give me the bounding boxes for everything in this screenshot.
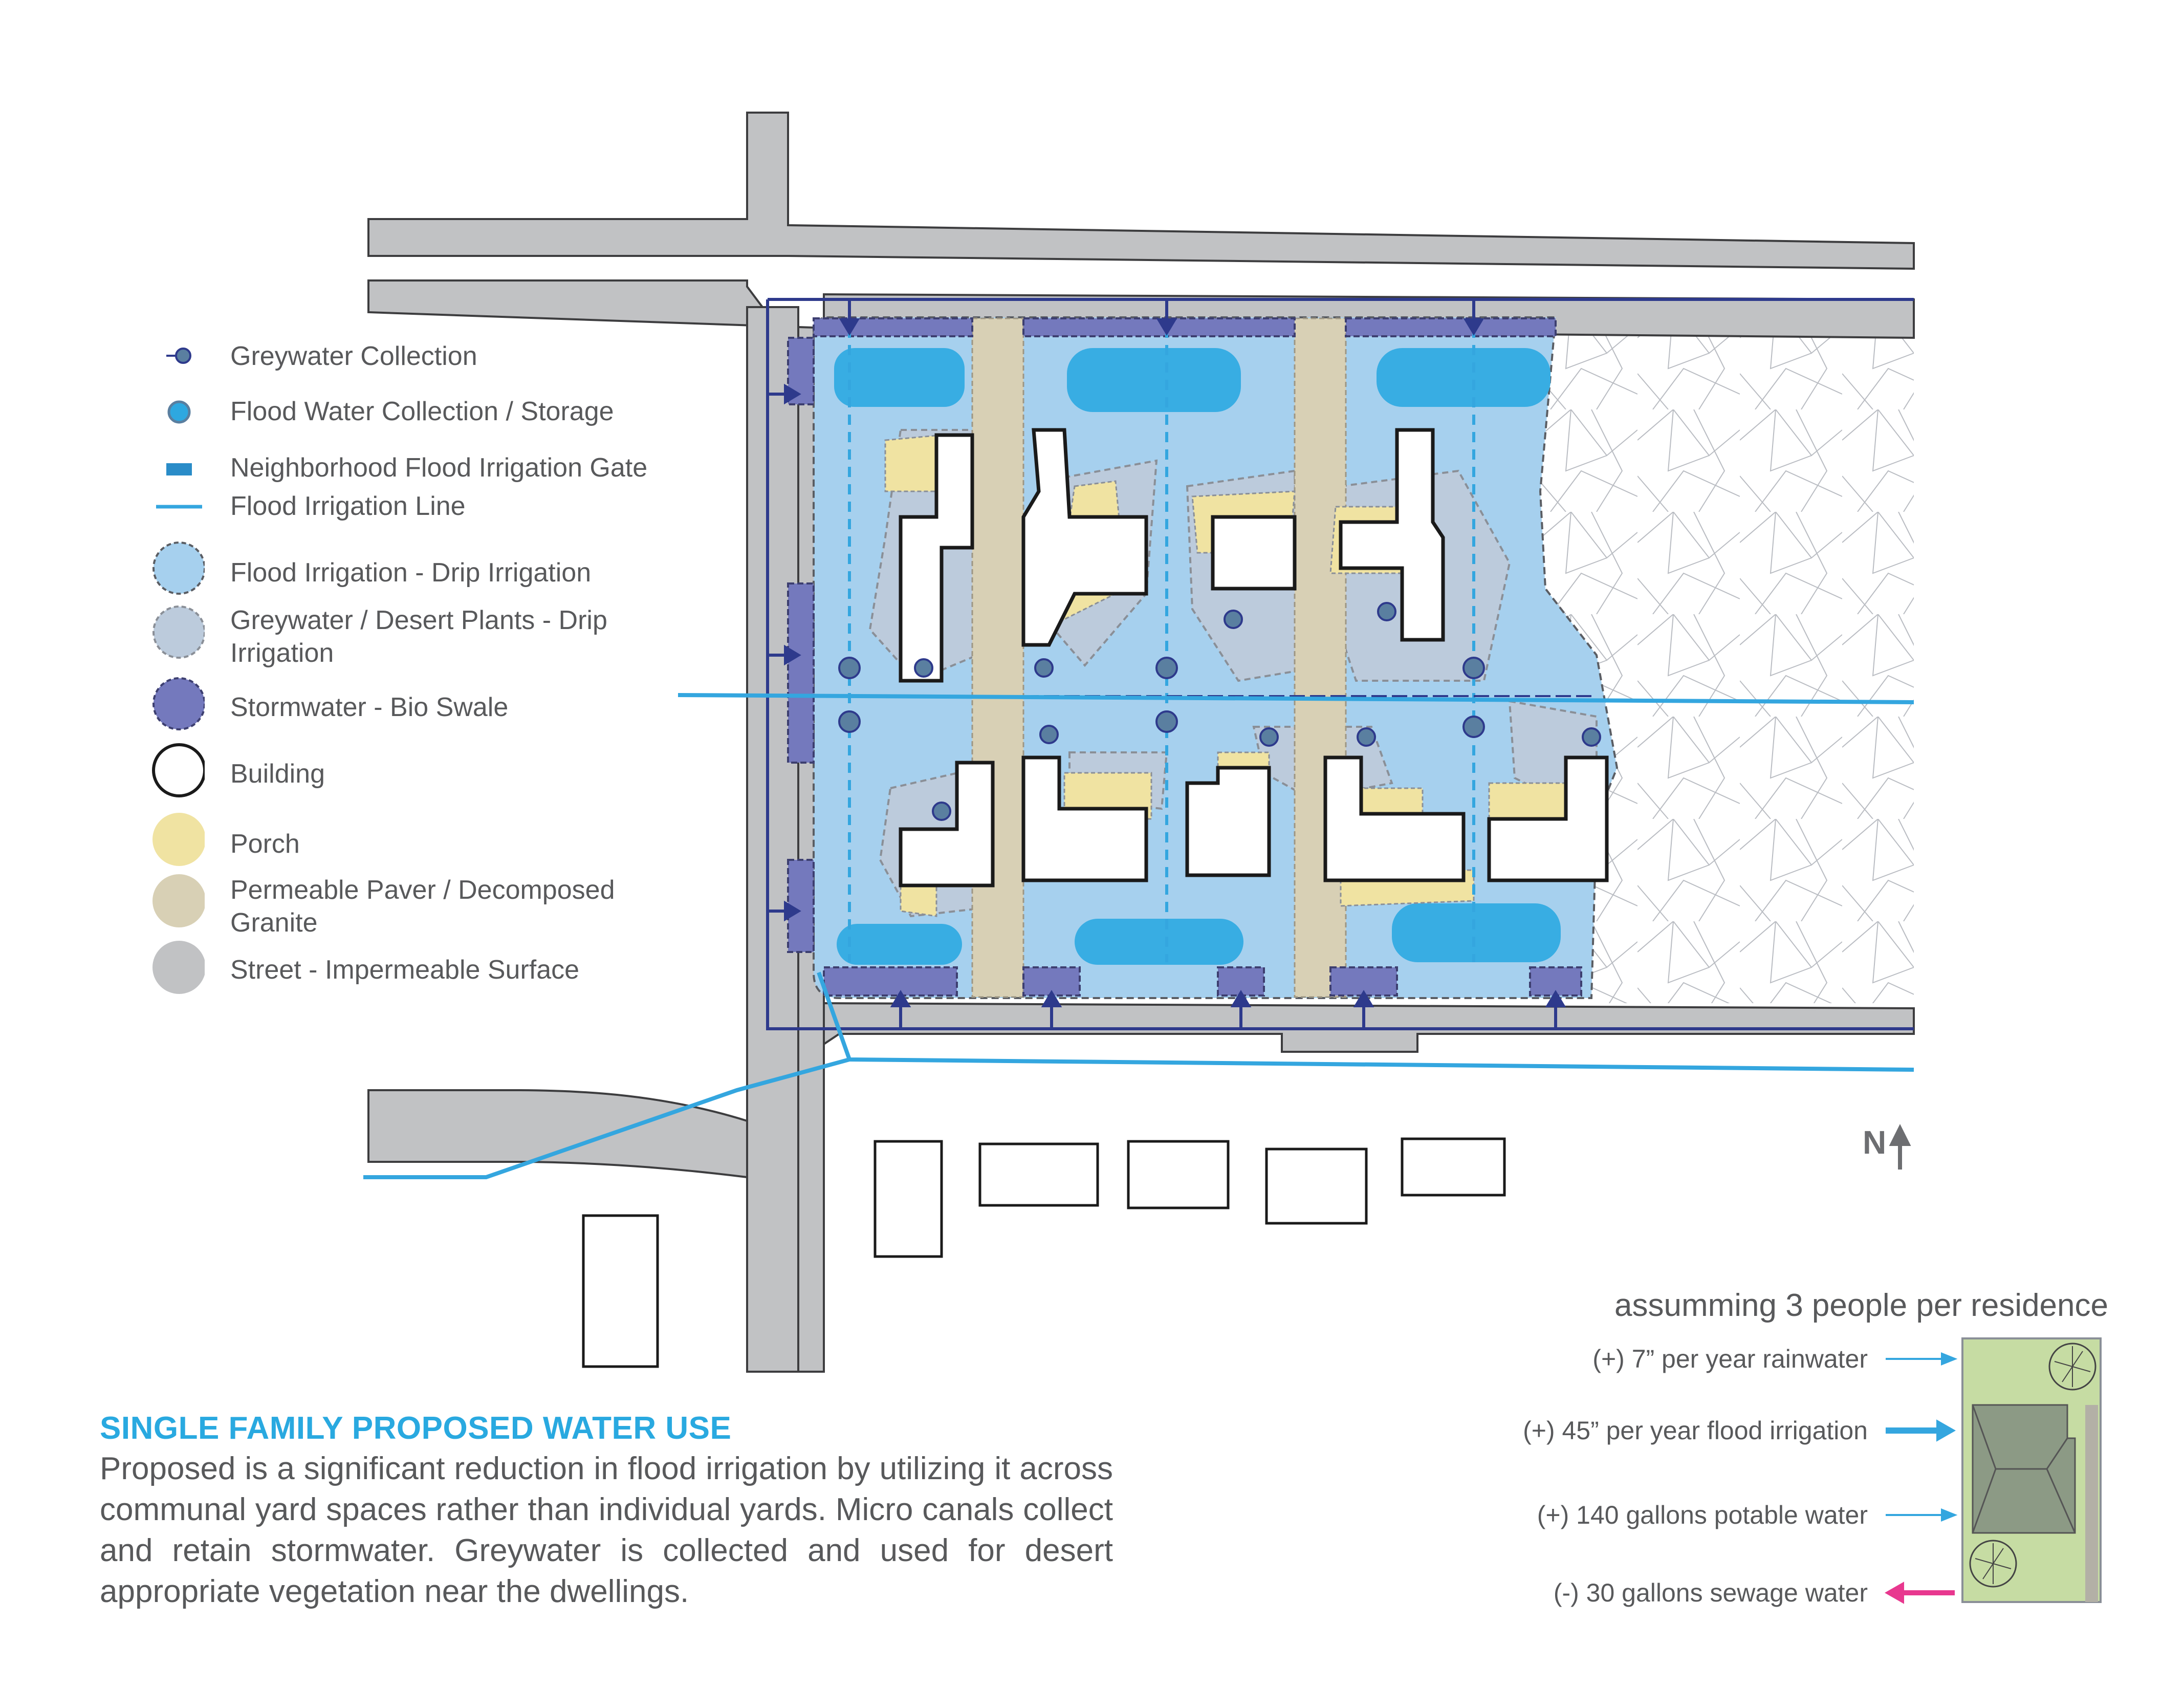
greywater-point-8 (1582, 727, 1601, 747)
legend-label: Flood Irrigation - Drip Irrigation (230, 558, 592, 588)
arrow-rainwater (1886, 1352, 1958, 1366)
description-body: Proposed is a significant reduction in f… (100, 1451, 1113, 1609)
greywater-collection-icon (166, 348, 191, 364)
building-swatch-icon (152, 743, 205, 797)
building-1 (899, 433, 974, 683)
greywater-point-4 (1377, 602, 1396, 621)
greywater-point-3 (1224, 610, 1243, 629)
legend-label: Greywater / Desert Plants - Drip Irrigat… (230, 605, 607, 668)
building-8 (1323, 755, 1466, 882)
water-use-assumption: assumming 3 people per residence (1614, 1288, 2108, 1323)
porch-1 (884, 434, 943, 492)
swale-west-2 (787, 582, 815, 764)
arrow-sewage (1884, 1582, 1955, 1604)
irrigation-gates (768, 299, 1566, 1029)
legend-label: Flood Water Collection / Storage (230, 397, 614, 426)
flood-collection-6 (1462, 716, 1485, 738)
water-use-label: (+) 45” per year flood irrigation (1523, 1416, 1868, 1445)
greywater-collection-points (914, 602, 1601, 821)
porch-9 (1488, 782, 1567, 825)
water-use-label: (+) 140 gallons potable water (1537, 1501, 1868, 1529)
neighbor-6 (582, 1214, 659, 1368)
arrow-potable (1886, 1508, 1958, 1522)
north-label: N (1863, 1124, 1887, 1161)
natural-desert-area (1540, 317, 1914, 1003)
storage-basin-s (1075, 919, 1243, 965)
parcel-tree-1 (2048, 1343, 2096, 1391)
water-use-sewage: (-) 30 gallons sewage water (1356, 1572, 1868, 1613)
arrow-flood-irrigation (1886, 1419, 1956, 1442)
building-3 (1211, 515, 1297, 591)
flood-collection-2 (1155, 657, 1178, 679)
water-use-rainwater: (+) 7” per year rainwater (1356, 1338, 1868, 1379)
legend-label: Building (230, 759, 325, 789)
flood-irrigation-lines (363, 693, 1914, 1179)
flood-collection-4 (838, 710, 861, 733)
legend-label: Greywater Collection (230, 341, 477, 371)
legend-label: Flood Irrigation Line (230, 491, 466, 521)
greywater-point-1 (914, 658, 933, 678)
swale-south-1 (823, 966, 958, 997)
building-4 (1339, 428, 1445, 642)
water-use-flood-irrigation: (+) 45” per year flood irrigation (1356, 1410, 1868, 1451)
paver-strip-1 (971, 317, 1024, 998)
neighbor-4 (1265, 1148, 1368, 1225)
legend-label: Neighborhood Flood Irrigation Gate (230, 453, 648, 483)
neighbor-2 (978, 1142, 1099, 1207)
neighbor-buildings (582, 1137, 1506, 1368)
street-north-top (367, 112, 1915, 270)
water-use-label: (-) 30 gallons sewage water (1553, 1578, 1868, 1607)
neighbor-3 (1127, 1140, 1230, 1209)
legend-label: Street - Impermeable Surface (230, 955, 580, 985)
flood-collection-icon (167, 400, 191, 424)
flood-collection-1 (838, 657, 861, 679)
porch-swatch-icon (152, 813, 205, 866)
building-7 (1185, 766, 1271, 877)
storage-basin-sw (837, 924, 962, 965)
flood-collection-5 (1155, 710, 1178, 733)
flood-collection-3 (1462, 657, 1485, 679)
flood-collection-points (838, 657, 1485, 738)
lot (787, 316, 1619, 999)
greywater-point-7 (1357, 727, 1376, 747)
storage-basin-ne (1377, 348, 1550, 407)
greywater-desert-swatch-icon (152, 605, 205, 659)
greywater-point-2 (1034, 658, 1054, 678)
paver-swatch-icon (152, 874, 205, 927)
legend-label: Porch (230, 829, 300, 859)
water-use-label: (+) 7” per year rainwater (1592, 1345, 1868, 1373)
neighbor-5 (1401, 1137, 1506, 1197)
storage-basin-nw (834, 348, 965, 407)
storage-basin-n (1067, 348, 1241, 412)
storage-basin-se (1392, 903, 1561, 962)
micro-canals (766, 298, 1914, 1030)
swale-north-1 (813, 317, 973, 337)
building-6 (1021, 755, 1148, 882)
greywater-point-9 (932, 802, 951, 821)
irrigation-line-icon (156, 505, 202, 509)
street-swatch-icon (152, 941, 205, 994)
legend-label: Stormwater - Bio Swale (230, 692, 509, 722)
neighbor-1 (873, 1140, 943, 1258)
irrigation-gate-icon (166, 463, 192, 475)
description-title: SINGLE FAMILY PROPOSED WATER USE (100, 1411, 732, 1446)
street-west (367, 306, 799, 1373)
flood-drip-swatch-icon (152, 542, 205, 595)
water-use-potable: (+) 140 gallons potable water (1356, 1495, 1868, 1535)
stormwater-swatch-icon (152, 677, 205, 730)
building-9 (1487, 755, 1609, 882)
north-arrow (1889, 1124, 1911, 1170)
paver-strip-2 (1294, 317, 1347, 998)
greywater-point-5 (1039, 725, 1059, 744)
building-2 (1021, 428, 1148, 647)
building-5 (899, 761, 995, 888)
greywater-point-6 (1259, 727, 1279, 747)
water-use-arrows (1884, 1352, 1958, 1604)
swale-north-3 (1345, 317, 1557, 337)
parcel-diagram (1961, 1337, 2102, 1603)
legend-label: Permeable Paver / Decomposed Granite (230, 875, 615, 938)
parcel-tree-2 (1969, 1540, 2017, 1588)
